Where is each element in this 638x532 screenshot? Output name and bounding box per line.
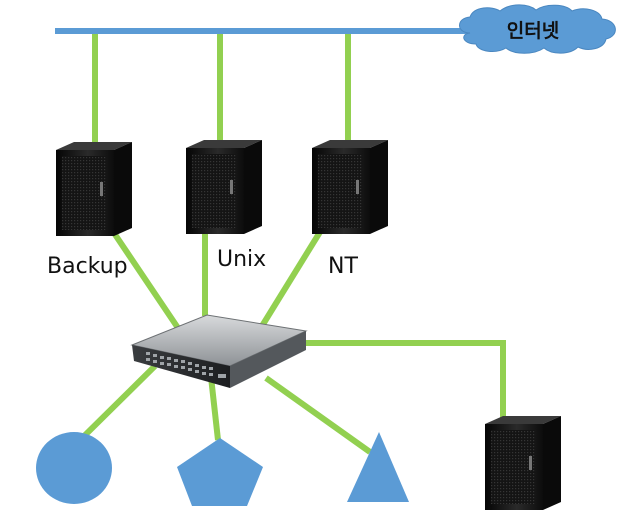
unix-label: Unix	[217, 247, 266, 272]
internet-cloud: 인터넷	[459, 4, 616, 54]
server-client	[485, 416, 561, 510]
server-rack-icon	[56, 142, 132, 236]
link-nt-switch	[259, 230, 323, 328]
server-rack-icon	[312, 140, 388, 234]
server-nt	[312, 140, 388, 234]
network-switch-icon	[130, 314, 308, 388]
cloud-icon	[459, 4, 616, 54]
server-rack-icon	[186, 140, 262, 234]
client-circle	[36, 432, 112, 504]
network-switch	[130, 314, 308, 388]
server-unix	[186, 140, 262, 234]
server-rack-icon	[485, 416, 561, 510]
internet-label: 인터넷	[507, 20, 559, 42]
link-backup-switch	[109, 228, 181, 330]
link-switch-server	[302, 340, 506, 420]
backup-label: Backup	[47, 254, 128, 279]
client-pentagon	[177, 438, 263, 506]
link-switch-triangle	[264, 375, 372, 455]
nt-label: NT	[328, 254, 358, 279]
link-switch-circle	[71, 363, 158, 449]
client-triangle	[347, 432, 409, 502]
server-backup	[56, 142, 132, 236]
